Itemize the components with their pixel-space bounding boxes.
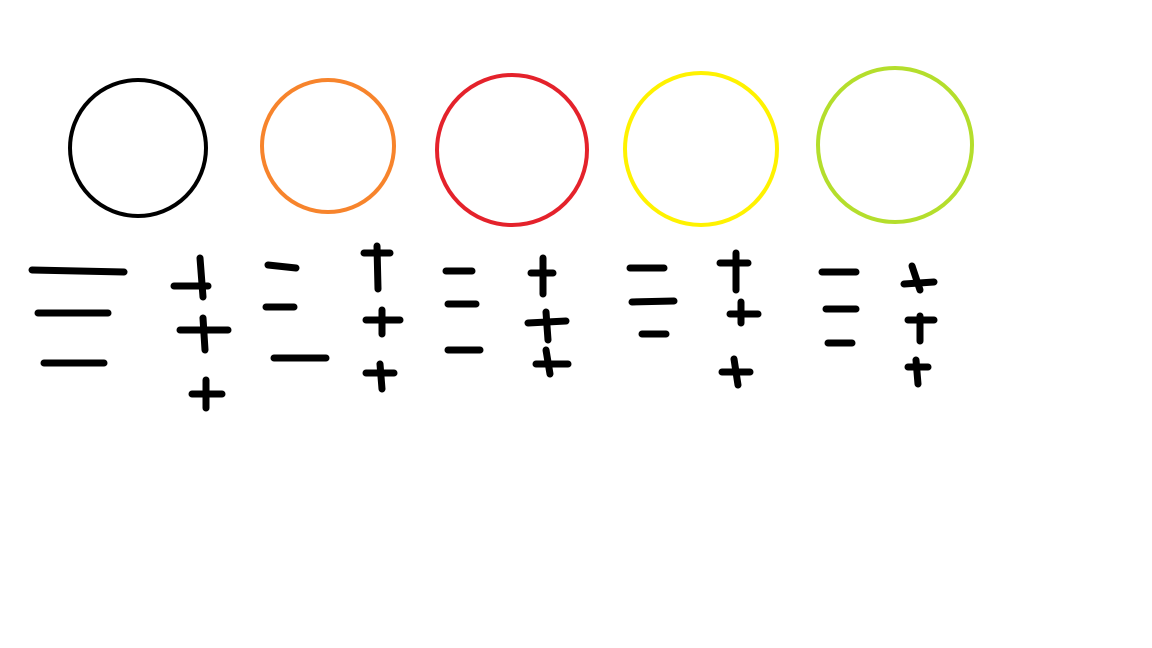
circle-2 xyxy=(260,78,396,214)
circle-5 xyxy=(816,66,974,224)
plus-sign-2-3 xyxy=(362,360,398,393)
plus-sign-1-1 xyxy=(170,254,212,301)
plus-sign-vertical-stroke xyxy=(730,355,742,389)
plus-sign-vertical-stroke xyxy=(542,346,554,378)
plus-sign-vertical-stroke xyxy=(199,314,209,354)
plus-sign-3-3 xyxy=(532,346,572,378)
symbol-group-5 xyxy=(816,66,974,388)
plus-sign-4-3 xyxy=(718,355,754,389)
plus-sign-4-2 xyxy=(726,298,762,327)
plus-sign-vertical-stroke xyxy=(196,254,207,301)
plus-sign-vertical-stroke xyxy=(373,242,382,293)
minus-sign-2-1 xyxy=(264,261,300,272)
plus-sign-1-2 xyxy=(176,314,232,354)
plus-sign-5-2 xyxy=(904,312,938,345)
plus-sign-2-1 xyxy=(360,242,394,293)
circle-1 xyxy=(68,78,208,218)
minus-sign-4-2 xyxy=(628,297,678,306)
plus-sign-3-2 xyxy=(524,308,570,344)
symbol-group-4 xyxy=(623,71,779,389)
plus-sign-5-3 xyxy=(904,356,932,388)
symbol-group-1 xyxy=(28,78,232,412)
plus-sign-vertical-stroke xyxy=(912,356,922,388)
circle-3 xyxy=(435,73,589,227)
plus-sign-vertical-stroke xyxy=(376,360,386,393)
circle-4 xyxy=(623,71,779,227)
plus-sign-2-2 xyxy=(362,306,404,338)
plus-sign-3-1 xyxy=(527,254,557,298)
plus-sign-vertical-stroke xyxy=(908,262,924,294)
plus-sign-1-3 xyxy=(188,376,226,412)
plus-sign-vertical-stroke xyxy=(542,308,552,344)
plus-sign-5-1 xyxy=(900,262,938,294)
plus-sign-4-1 xyxy=(716,249,752,294)
symbol-group-2 xyxy=(260,78,404,393)
minus-sign-1-1 xyxy=(28,266,128,276)
symbol-group-3 xyxy=(435,73,589,378)
